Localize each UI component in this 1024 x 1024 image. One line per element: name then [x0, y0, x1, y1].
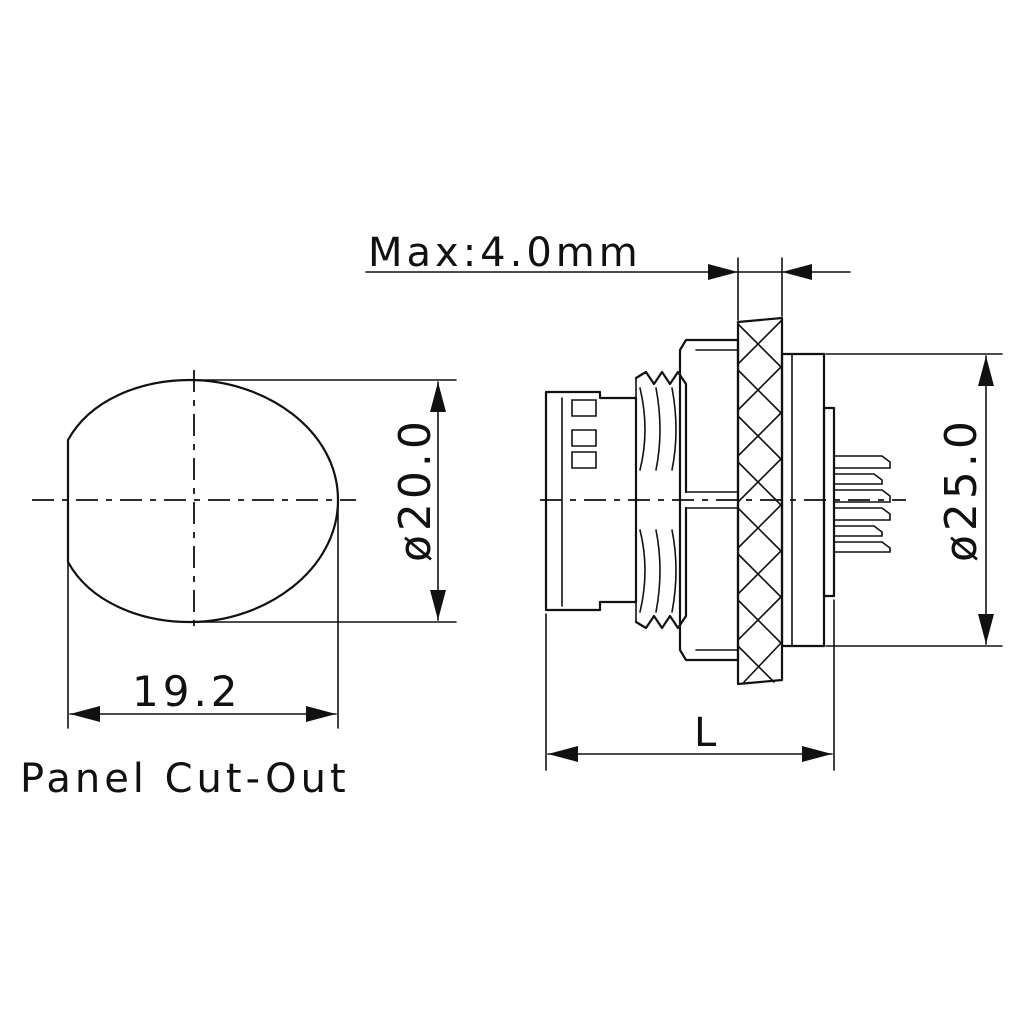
cutout-dia-arrow-top	[430, 382, 446, 412]
pin-2	[833, 473, 883, 485]
cutout-diameter-label: ø20.0	[390, 417, 441, 562]
thread-profile-bottom	[639, 529, 677, 613]
panel-cutout-view: ø20.0 19.2 Panel Cut-Out	[20, 370, 457, 802]
panel-ring	[736, 316, 784, 686]
panel-thickness-arrow-right	[782, 264, 812, 280]
length-arrow-left	[548, 746, 578, 762]
flange-dia-arrow-top	[978, 356, 994, 386]
pin-4	[833, 507, 891, 521]
flange-dia-arrow-bottom	[978, 614, 994, 644]
cutout-width-arrow-left	[70, 706, 100, 722]
thread-bottom	[634, 506, 688, 630]
pin-6	[833, 541, 891, 553]
cutout-dia-arrow-bottom	[430, 590, 446, 620]
panel-cutout-title: Panel Cut-Out	[20, 756, 350, 802]
flange-diameter-label: ø25.0	[936, 417, 987, 562]
solder-pins	[833, 455, 891, 553]
cutout-width-arrow-right	[306, 706, 336, 722]
cutout-outline	[66, 378, 340, 624]
rear-insulator	[822, 406, 836, 598]
pin-3	[833, 489, 891, 503]
panel-ring-knurl-b	[737, 319, 783, 683]
length-arrow-right	[802, 746, 832, 762]
key-slot-low	[571, 451, 597, 469]
thread-top	[634, 370, 688, 494]
panel-thickness-label: Max:4.0mm	[368, 230, 642, 276]
key-slot-mid	[571, 429, 597, 447]
pin-1	[833, 455, 891, 469]
panel-ring-knurl-a	[737, 323, 783, 683]
panel-thickness-arrow-left	[708, 264, 738, 280]
thread-profile-top	[639, 387, 677, 471]
rear-flange	[780, 352, 826, 648]
pin-5	[833, 525, 883, 537]
connector-side-view: Max:4.0mm ø25.0 L	[365, 230, 1003, 771]
front-body	[544, 390, 638, 612]
cutout-width-label: 19.2	[132, 667, 242, 716]
length-label: L	[694, 710, 720, 756]
key-slot-top	[571, 399, 597, 417]
